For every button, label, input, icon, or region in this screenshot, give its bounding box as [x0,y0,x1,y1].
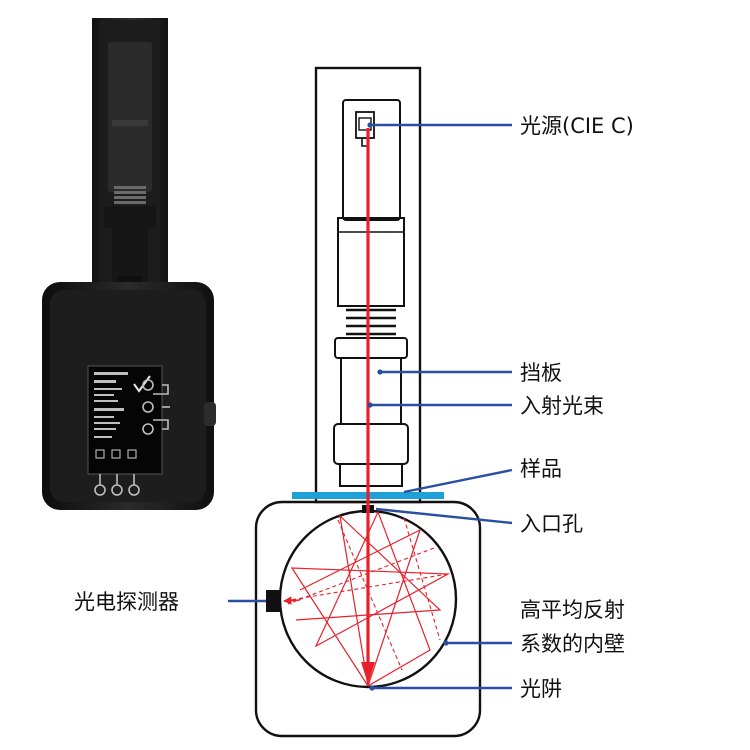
label-sample: 样品 [520,457,562,481]
spectrophotometer-device-icon [42,18,216,510]
label-wall-line2: 系数的内壁 [520,632,625,656]
label-light-trap: 光阱 [520,677,562,701]
leader-lines [228,123,513,690]
reflection-rays [290,510,451,687]
label-incident-beam: 入射光束 [520,394,604,418]
label-wall-line1: 高平均反射 [520,598,625,622]
photo-detector [266,590,280,612]
baffle-tube [340,357,402,425]
dashed-rays [283,517,449,671]
label-baffle: 挡板 [520,361,562,385]
label-detector: 光电探测器 [74,590,179,614]
spring-threads [346,308,396,336]
label-entrance-port: 入口孔 [520,512,583,536]
lamp-tube [342,99,401,221]
label-light-source: 光源(CIE C) [520,114,634,138]
schematic [254,66,482,738]
